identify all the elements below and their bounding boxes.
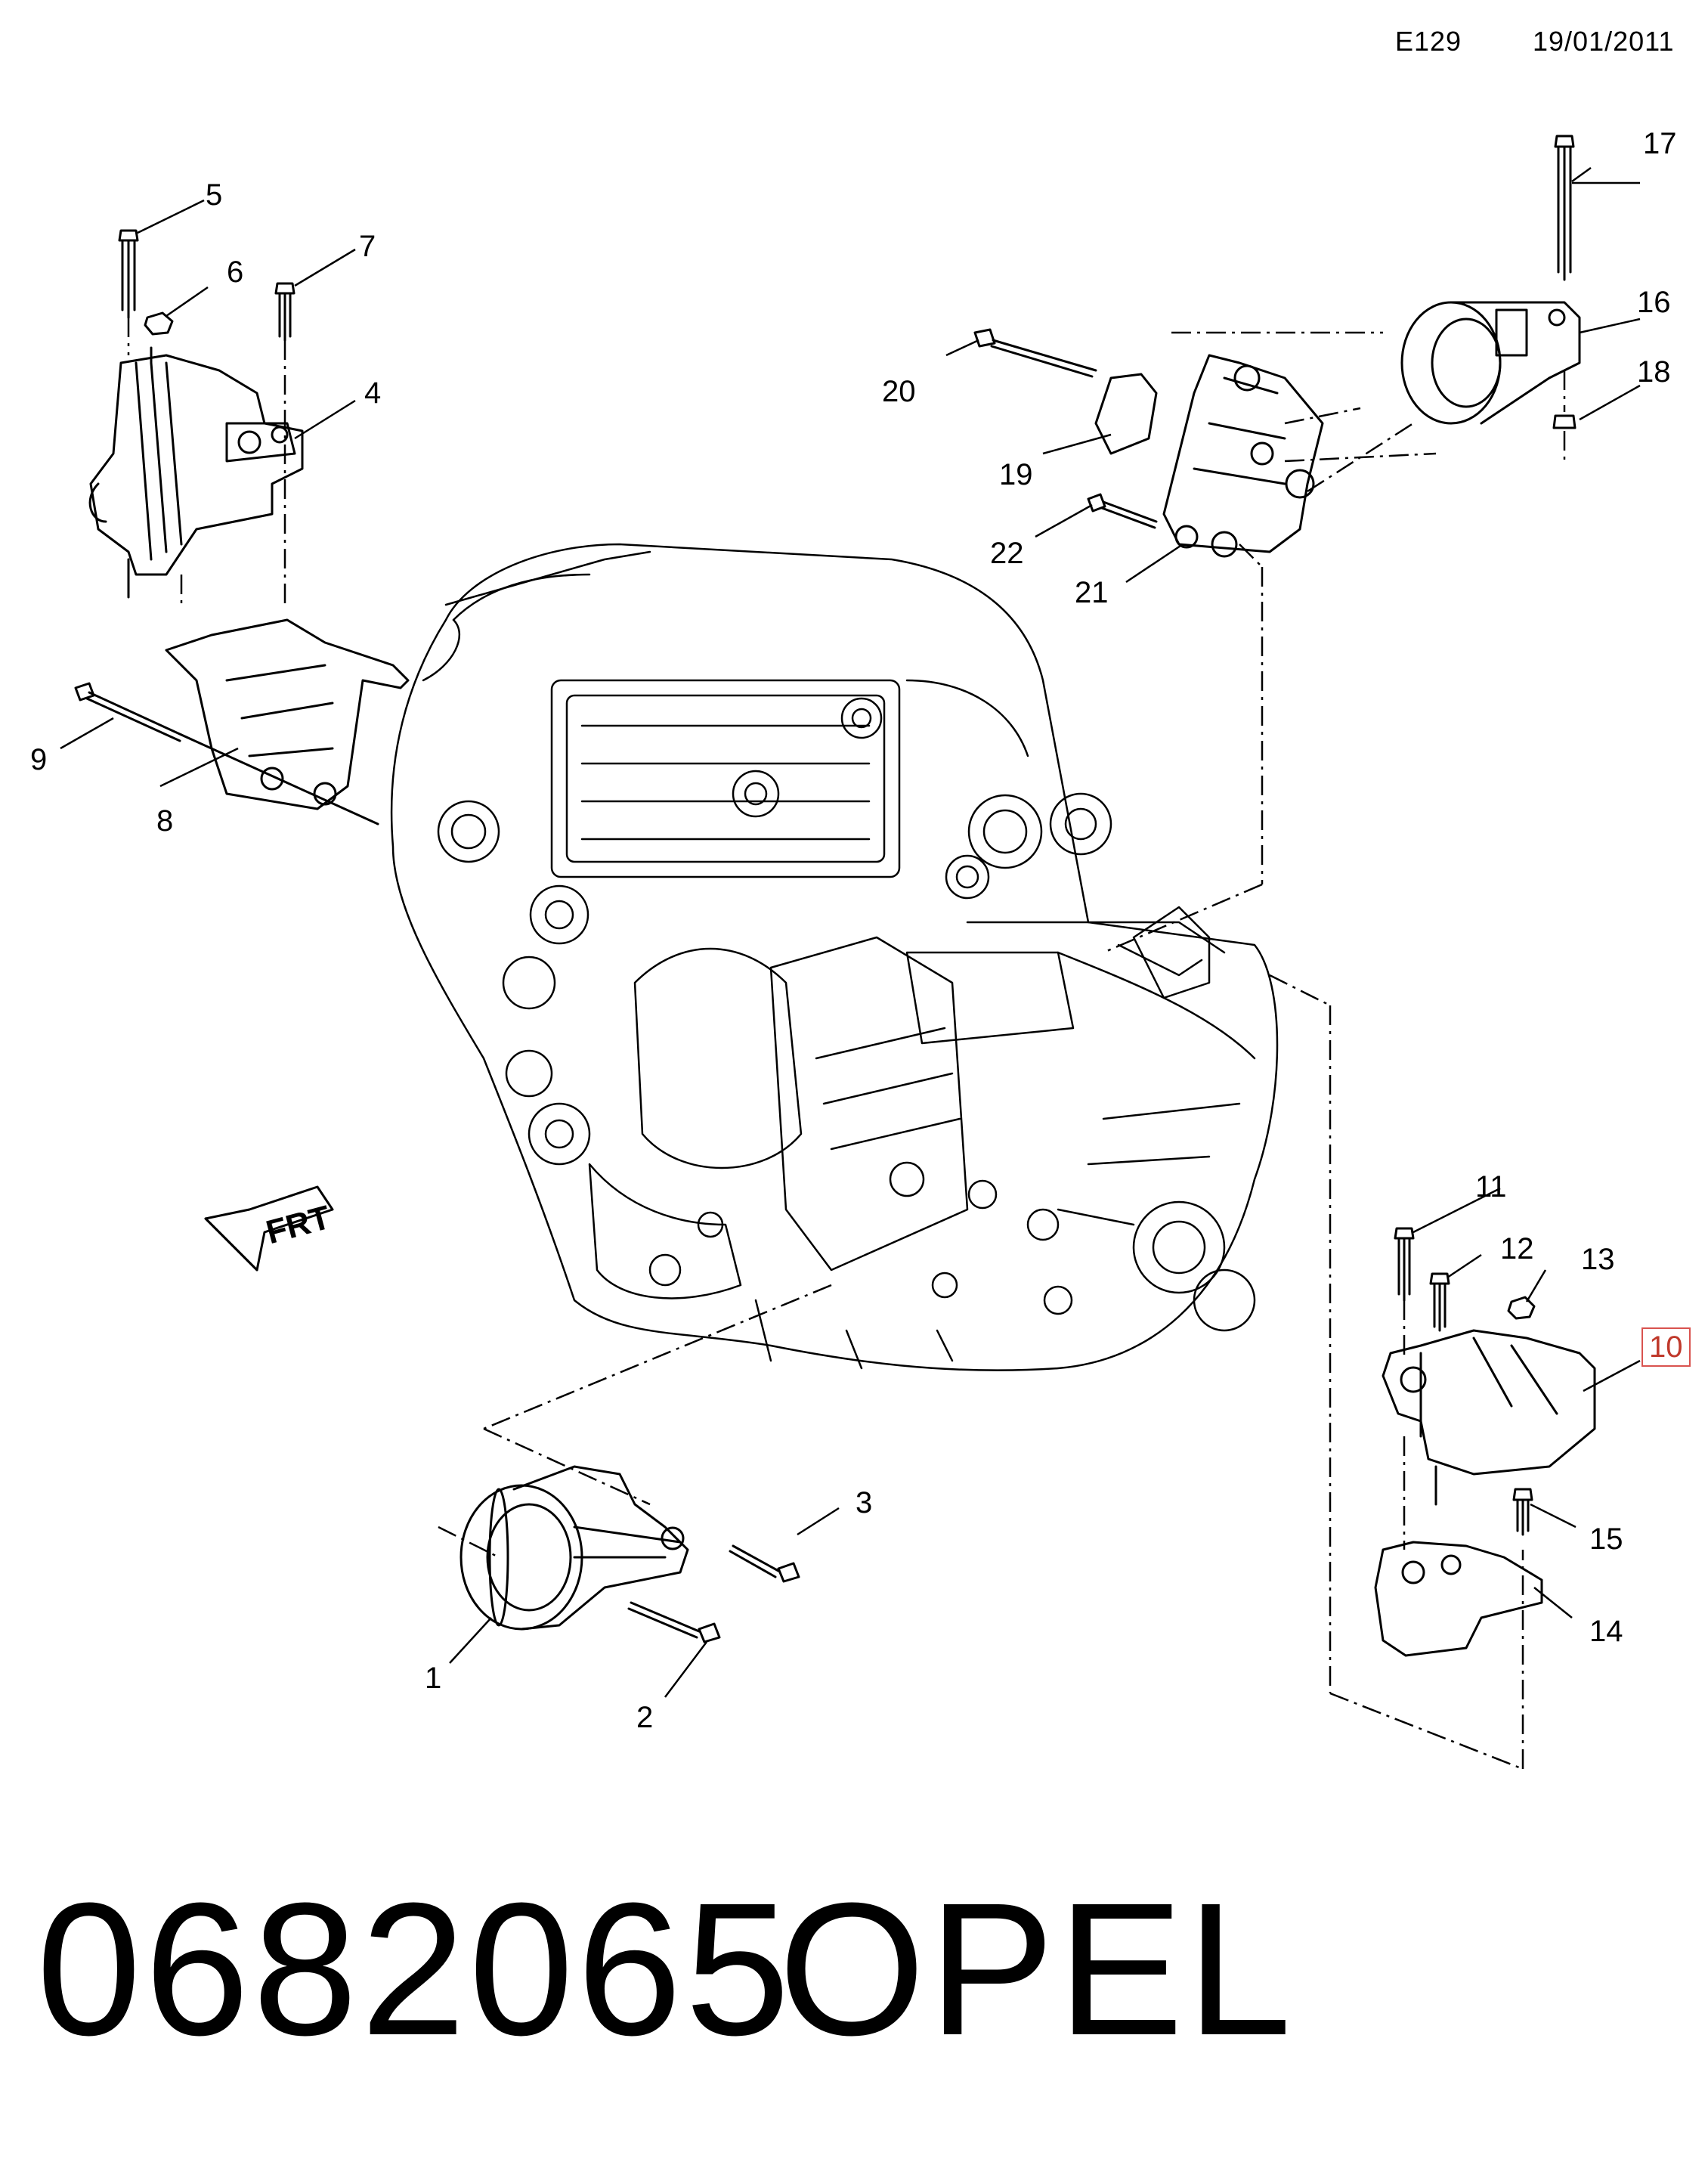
callout-18: 18 [1637, 355, 1671, 389]
callout-1: 1 [425, 1662, 442, 1695]
bolt-part-15 [1512, 1488, 1533, 1536]
callout-16: 16 [1637, 286, 1671, 319]
callout-6: 6 [227, 256, 244, 289]
nut-part-6 [144, 311, 174, 336]
brand-name: OPEL [778, 1863, 1295, 2074]
bracket-part-19 [1094, 373, 1158, 455]
engine-assembly [390, 543, 1279, 1371]
diagram-date: 19/01/2011 [1533, 26, 1675, 57]
callout-9: 9 [30, 743, 48, 776]
callout-17: 17 [1643, 127, 1677, 160]
front-arrow-icon [204, 1185, 334, 1272]
callout-3: 3 [856, 1486, 873, 1519]
callout-11: 11 [1475, 1170, 1507, 1203]
callout-20: 20 [882, 375, 916, 408]
bolt-part-20 [973, 328, 1097, 378]
diagram-code: E129 [1395, 26, 1462, 57]
callout-22: 22 [990, 537, 1024, 570]
bolt-part-22 [1087, 493, 1158, 529]
bolt-part-7 [274, 282, 295, 342]
bolt-part-17 [1554, 135, 1575, 281]
bracket-part-14 [1374, 1541, 1543, 1657]
callout-7: 7 [359, 230, 376, 263]
callout-19: 19 [999, 458, 1033, 491]
nut-part-18 [1552, 414, 1576, 429]
mount-part-1 [459, 1465, 689, 1631]
nut-part-13 [1507, 1296, 1536, 1320]
bolt-part-9 [74, 682, 379, 826]
callout-12: 12 [1500, 1232, 1534, 1265]
callout-2: 2 [636, 1701, 654, 1734]
part-number: 0682065 [36, 1863, 794, 2074]
bolt-part-3 [729, 1544, 800, 1583]
bushing-part-16 [1400, 301, 1581, 425]
callout-5: 5 [206, 178, 223, 212]
callout-15: 15 [1589, 1522, 1623, 1556]
mount-part-21 [1162, 354, 1324, 558]
bolt-part-5 [118, 229, 139, 319]
bolt-part-12 [1429, 1272, 1450, 1332]
callout-4: 4 [364, 376, 382, 410]
mount-part-4 [88, 346, 304, 599]
callout-13: 13 [1581, 1243, 1615, 1276]
callout-10: 10 [1641, 1327, 1691, 1367]
bolt-part-2 [627, 1601, 721, 1643]
bolt-part-11 [1394, 1227, 1415, 1302]
bracket-part-8 [165, 618, 410, 810]
callout-10-highlight: 10 [1641, 1327, 1691, 1367]
callout-8: 8 [156, 804, 174, 838]
callout-21: 21 [1075, 576, 1109, 609]
mount-part-10 [1382, 1329, 1596, 1506]
callout-14: 14 [1589, 1615, 1623, 1648]
